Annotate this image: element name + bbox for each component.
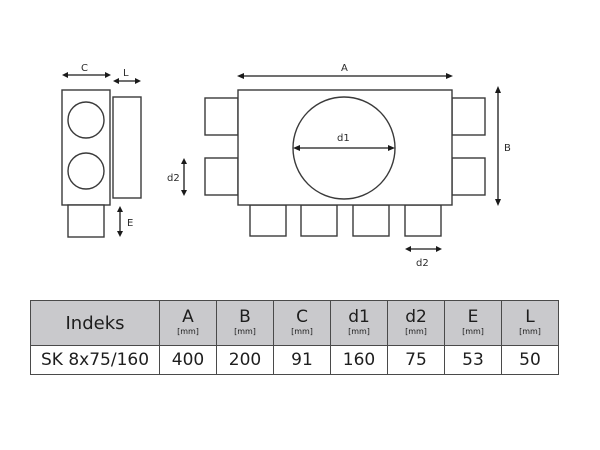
specification-table: Indeks A [mm] B [mm] C [mm] d1 [mm] d2 [… xyxy=(30,300,559,375)
header-l: L [mm] xyxy=(501,300,559,346)
row-index: SK 8x75/160 xyxy=(30,345,160,375)
header-a-letter: A xyxy=(182,307,194,327)
header-l-unit: [mm] xyxy=(519,327,541,336)
technical-drawing: C L E A xyxy=(61,63,511,269)
header-index: Indeks xyxy=(30,300,160,346)
spigot-bottom-3 xyxy=(352,204,390,237)
value-c: 91 xyxy=(273,345,331,375)
side-view xyxy=(61,89,142,238)
spigot-bottom-1 xyxy=(249,204,287,237)
spigot-bottom-2 xyxy=(300,204,338,237)
spigot-right-top xyxy=(451,97,486,136)
dimension-d2-bottom: d2 xyxy=(405,246,442,269)
spigot-bottom-4 xyxy=(404,204,442,237)
dimension-a-label: A xyxy=(341,63,348,74)
header-index-label: Indeks xyxy=(65,312,125,334)
dimension-a: A xyxy=(237,63,453,79)
dimension-c: C xyxy=(62,63,111,78)
dimension-d1: d1 xyxy=(293,133,395,151)
dimension-b-label: B xyxy=(504,143,511,154)
header-c-unit: [mm] xyxy=(291,327,313,336)
header-a: A [mm] xyxy=(159,300,217,346)
header-e-letter: E xyxy=(467,307,479,327)
table-header-row: Indeks A [mm] B [mm] C [mm] d1 [mm] d2 [… xyxy=(30,300,559,346)
header-l-letter: L xyxy=(525,307,535,327)
header-b-letter: B xyxy=(239,307,251,327)
front-view xyxy=(204,89,486,237)
table-row: SK 8x75/160 400 200 91 160 75 53 50 xyxy=(30,345,559,375)
header-c: C [mm] xyxy=(273,300,331,346)
header-d2-unit: [mm] xyxy=(405,327,427,336)
header-b-unit: [mm] xyxy=(234,327,256,336)
dimension-l-label: L xyxy=(123,68,129,79)
side-view-upper-port xyxy=(67,101,105,139)
dimension-e-label: E xyxy=(127,218,133,229)
header-a-unit: [mm] xyxy=(177,327,199,336)
header-d2: d2 [mm] xyxy=(387,300,445,346)
spigot-left-bottom xyxy=(204,157,239,196)
dimension-d2-left-label: d2 xyxy=(167,173,180,184)
value-e: 53 xyxy=(444,345,502,375)
header-d1-unit: [mm] xyxy=(348,327,370,336)
header-d2-letter: d2 xyxy=(405,307,427,327)
value-d1: 160 xyxy=(330,345,388,375)
dimension-d2-bottom-label: d2 xyxy=(416,258,429,269)
value-b: 200 xyxy=(216,345,274,375)
dimension-l: L xyxy=(113,68,141,84)
spigot-right-bottom xyxy=(451,157,486,196)
header-d1: d1 [mm] xyxy=(330,300,388,346)
value-l: 50 xyxy=(501,345,559,375)
spigot-left-top xyxy=(204,97,239,136)
side-view-lower-port xyxy=(67,152,105,190)
value-d2: 75 xyxy=(387,345,445,375)
header-e-unit: [mm] xyxy=(462,327,484,336)
side-view-cover xyxy=(112,96,142,199)
side-view-spigot xyxy=(67,204,105,238)
header-b: B [mm] xyxy=(216,300,274,346)
dimension-d1-label: d1 xyxy=(337,133,350,144)
dimension-d2-left: d2 xyxy=(167,158,187,196)
value-a: 400 xyxy=(159,345,217,375)
header-d1-letter: d1 xyxy=(348,307,370,327)
header-e: E [mm] xyxy=(444,300,502,346)
dimension-b: B xyxy=(495,86,511,206)
dimension-e: E xyxy=(117,206,133,237)
dimension-c-label: C xyxy=(81,63,88,74)
header-c-letter: C xyxy=(296,307,308,327)
